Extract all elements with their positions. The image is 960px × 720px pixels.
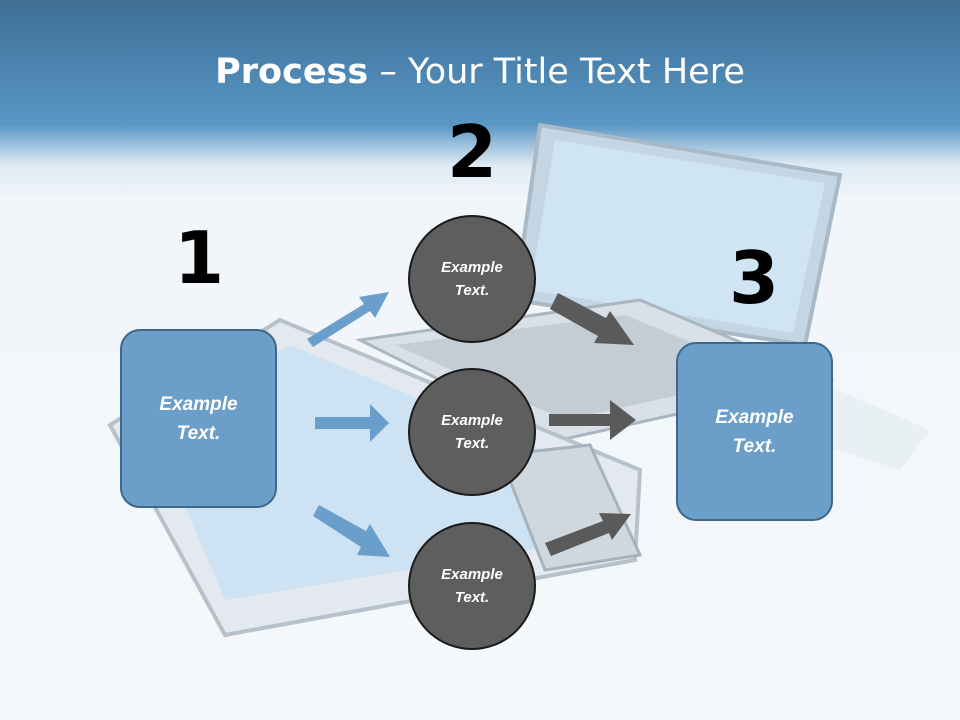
circle-bottom-text-line-2: Text. xyxy=(454,589,490,606)
arrow-circle-bottom-to-box3 xyxy=(545,513,631,556)
step-2-number: 2 xyxy=(446,110,498,194)
circle-middle-text-line-2: Text. xyxy=(454,435,490,452)
circle-bottom-text-line-1: Example xyxy=(441,566,503,583)
arrow-circle-middle-to-box3 xyxy=(549,400,636,440)
step-2-circle-middle: Example Text. xyxy=(408,368,536,496)
arrow-box1-to-circle-bottom xyxy=(313,505,390,557)
circle-top-text-line-2: Text. xyxy=(454,282,490,299)
circle-top-text-line-1: Example xyxy=(441,259,503,276)
circle-middle-text-line-1: Example xyxy=(441,412,503,429)
title-rest: – Your Title Text Here xyxy=(368,52,745,92)
title-bold: Process xyxy=(215,52,369,92)
arrow-circle-top-to-box3 xyxy=(550,293,634,345)
step-1-box: Example Text. xyxy=(120,329,277,508)
step-1-text-line-1: Example xyxy=(159,393,238,415)
step-1-number: 1 xyxy=(173,216,225,300)
arrow-box1-to-circle-top xyxy=(307,292,389,347)
step-3-text-line-2: Text. xyxy=(732,435,777,457)
step-3-text-line-1: Example xyxy=(715,406,794,428)
arrow-box1-to-circle-middle xyxy=(315,404,389,442)
step-2-circle-top: Example Text. xyxy=(408,215,536,343)
slide-title: Process – Your Title Text Here xyxy=(0,52,960,92)
step-3-box: Example Text. xyxy=(676,342,833,521)
step-1-text-line-2: Text. xyxy=(176,422,221,444)
step-3-number: 3 xyxy=(728,236,780,320)
step-2-circle-bottom: Example Text. xyxy=(408,522,536,650)
